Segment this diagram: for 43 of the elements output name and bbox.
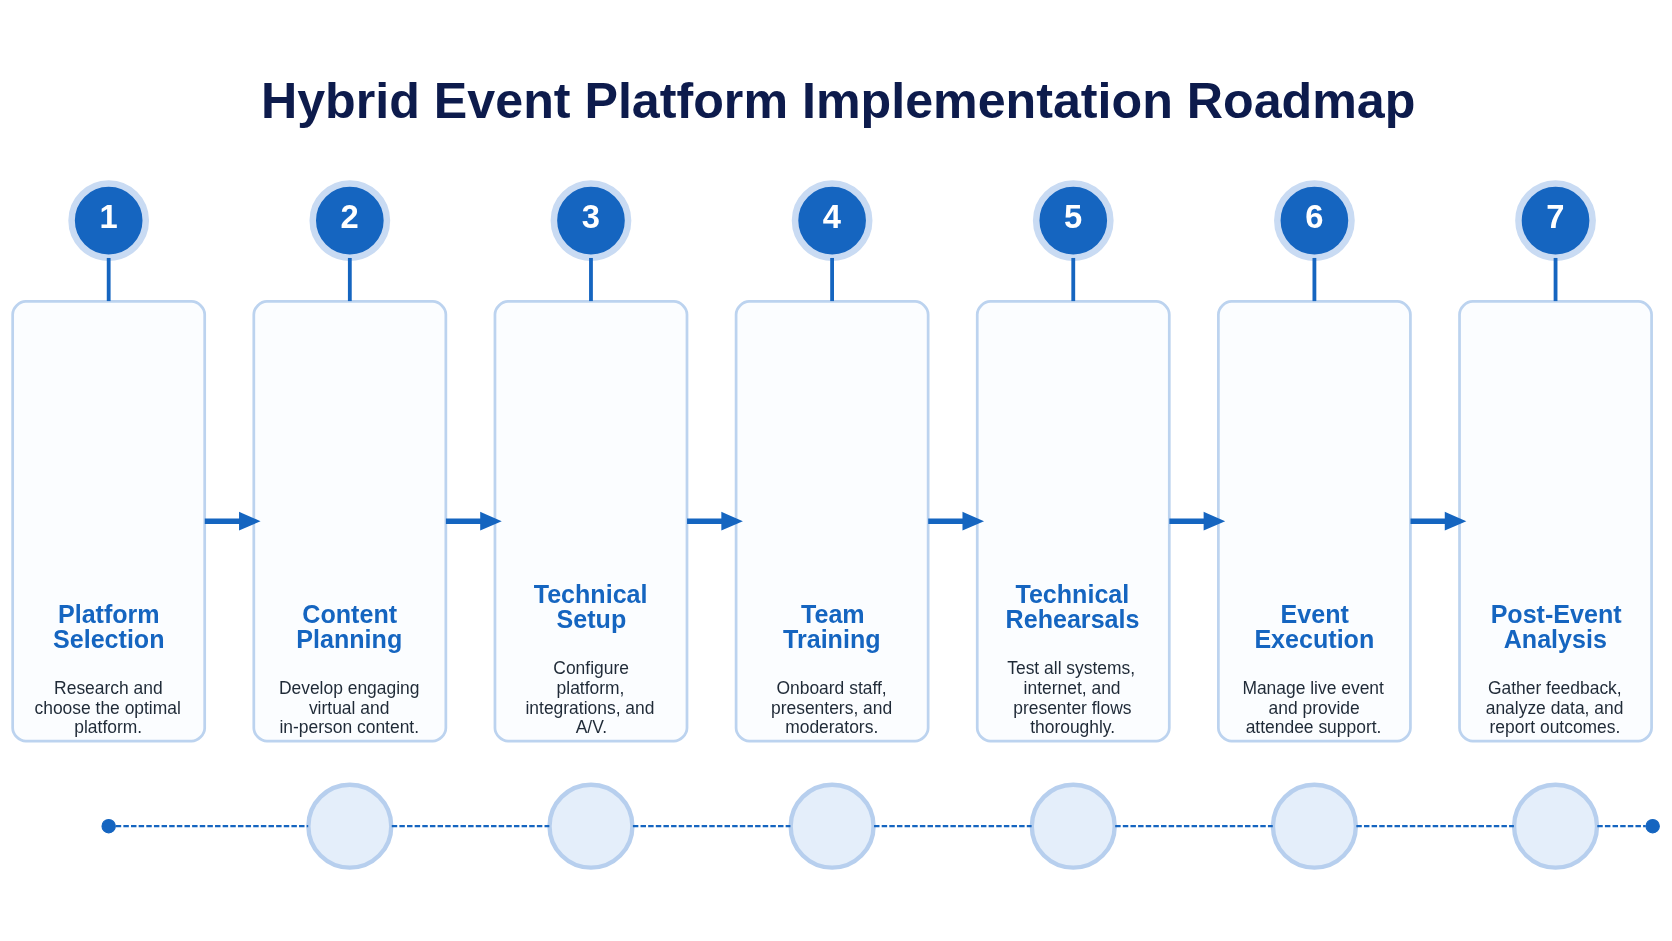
diagram-title: Hybrid Event Platform Implementation Roadmap bbox=[260, 72, 1416, 129]
node-box: Technical Setup Configure platform, integrations, and A/V. bbox=[493, 299, 689, 742]
node-circle: 6 bbox=[1274, 179, 1355, 261]
connector bbox=[1071, 257, 1076, 301]
node-dot bbox=[1645, 818, 1660, 833]
node-box: Event Execution Manage live event and provide attendee support. bbox=[1217, 299, 1412, 742]
node-circle: 3 bbox=[550, 179, 632, 261]
node-circle: 7 bbox=[1515, 179, 1596, 261]
connector bbox=[1597, 824, 1646, 827]
connector bbox=[830, 257, 835, 301]
connector bbox=[1115, 824, 1273, 827]
connector bbox=[1553, 257, 1558, 301]
node-circle: 4 bbox=[791, 179, 873, 261]
node-circle: 5 bbox=[1032, 179, 1114, 261]
arrow bbox=[204, 511, 261, 531]
node-circle bbox=[1511, 782, 1600, 870]
connector bbox=[1312, 257, 1317, 301]
connector bbox=[347, 257, 352, 301]
arrow bbox=[687, 511, 743, 531]
connector bbox=[632, 824, 791, 827]
node-circle: 2 bbox=[309, 179, 391, 261]
connector bbox=[106, 257, 111, 301]
arrow bbox=[1410, 511, 1467, 531]
node-circle bbox=[788, 782, 876, 870]
node-circle bbox=[1270, 782, 1359, 870]
node-box: Content Planning Develop engaging virtual and in-person content. bbox=[252, 299, 448, 742]
node-box: Team Training Onboard staff, presenters, and moderators. bbox=[734, 299, 930, 742]
arrow bbox=[445, 511, 502, 531]
node-circle bbox=[306, 782, 394, 870]
connector bbox=[391, 824, 550, 827]
arrow bbox=[928, 511, 985, 531]
connector bbox=[874, 824, 1032, 827]
connector bbox=[1356, 824, 1514, 827]
node-box: Post-Event Analysis Gather feedback, analyze data, and report outcomes. bbox=[1458, 299, 1653, 742]
node-circle bbox=[1029, 782, 1117, 870]
node-circle bbox=[547, 782, 635, 870]
arrow bbox=[1169, 511, 1226, 531]
connector bbox=[115, 824, 309, 827]
node-box: Technical Rehearsals Test all systems, internet, and presenter flows thoroughly. bbox=[975, 299, 1171, 742]
node-dot bbox=[101, 818, 116, 833]
node-circle: 1 bbox=[68, 179, 150, 261]
connector bbox=[589, 257, 593, 301]
node-box: Platform Selection Research and choose the optimal platform. bbox=[11, 299, 207, 742]
